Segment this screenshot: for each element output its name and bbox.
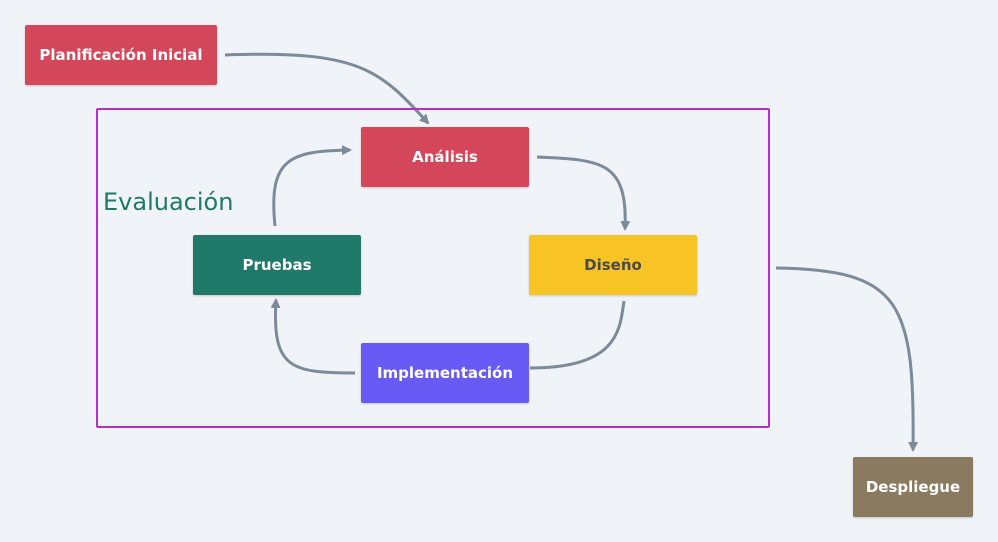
- evaluacion-cluster-label: Evaluación: [103, 188, 234, 216]
- node-planificacion-inicial-label: Planificación Inicial: [39, 46, 203, 64]
- node-planificacion-inicial[interactable]: Planificación Inicial: [25, 25, 217, 85]
- edge-planificacion-to-analisis: [224, 52, 430, 125]
- node-pruebas[interactable]: Pruebas: [193, 235, 361, 295]
- node-pruebas-label: Pruebas: [242, 256, 312, 274]
- node-analisis-label: Análisis: [412, 148, 478, 166]
- edge-evaluacion-to-despliegue: [775, 266, 919, 452]
- node-implementacion-label: Implementación: [376, 364, 514, 382]
- node-implementacion[interactable]: Implementación: [361, 343, 529, 403]
- node-diseno[interactable]: Diseño: [529, 235, 697, 295]
- edge-implementacion-to-pruebas: [270, 298, 356, 375]
- edge-analisis-to-diseno: [536, 155, 631, 231]
- node-despliegue-label: Despliegue: [865, 478, 961, 496]
- node-despliegue[interactable]: Despliegue: [853, 457, 973, 517]
- evaluacion-cluster: [96, 108, 770, 428]
- node-diseno-label: Diseño: [584, 256, 642, 274]
- edge-diseno-to-implementacion: [529, 300, 626, 370]
- node-analisis[interactable]: Análisis: [361, 127, 529, 187]
- edge-pruebas-to-analisis: [272, 145, 352, 227]
